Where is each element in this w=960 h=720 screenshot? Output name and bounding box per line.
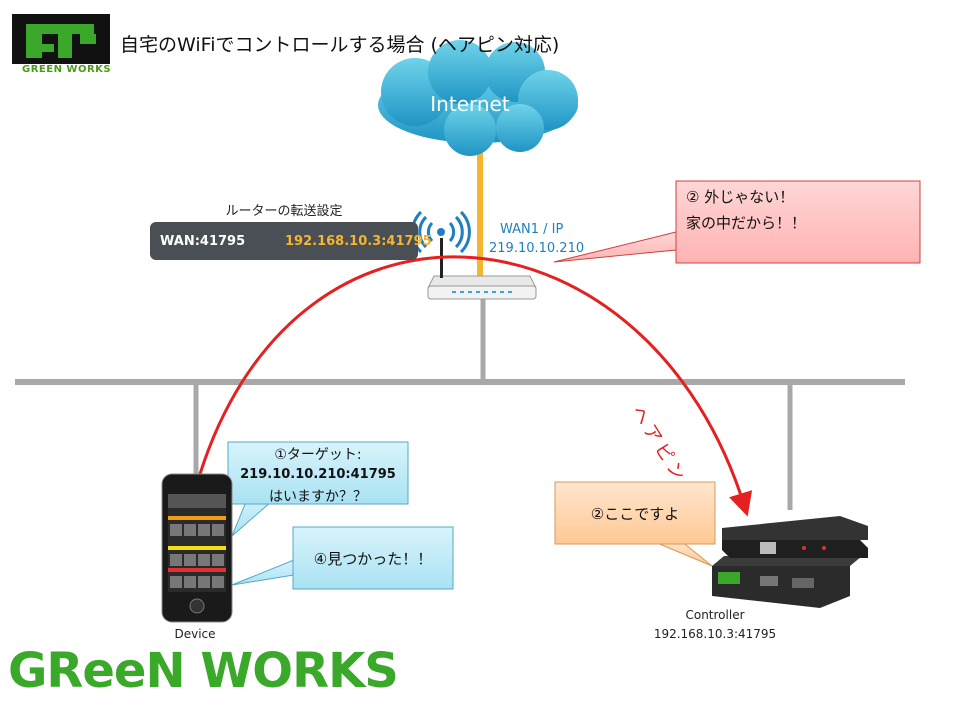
internet-label: Internet xyxy=(430,92,510,116)
forward-setting-box xyxy=(150,222,418,260)
forward-lan-target: 192.168.10.3:41795 xyxy=(285,234,432,249)
wan-ip: 219.10.10.210 xyxy=(489,241,585,256)
target-callout-line3: はいますか？？ xyxy=(269,489,367,505)
red-callout xyxy=(553,180,921,264)
blue-callout-target xyxy=(227,441,409,537)
smartphone-icon xyxy=(161,473,233,623)
page-title: 自宅のWiFiでコントロールする場合 (ヘアピン対応) xyxy=(120,34,560,56)
greenworks-small-logo xyxy=(12,14,110,64)
forward-setting-caption: ルーターの転送設定 xyxy=(225,204,343,219)
controller-label: Controller xyxy=(685,608,745,622)
target-callout-line2: 219.10.10.210:41795 xyxy=(240,467,396,482)
found-callout-text: ④見つかった！！ xyxy=(313,550,433,568)
wan-label: WAN1 / IP xyxy=(500,222,564,237)
device-label: Device xyxy=(174,627,216,641)
greenworks-large-logo: GReeN WORKS xyxy=(8,643,399,699)
blue-callout-found xyxy=(231,526,454,590)
small-logo-text: GREEN WORKS xyxy=(22,64,112,75)
internet-cloud xyxy=(378,40,578,156)
controller-icon xyxy=(712,516,868,608)
hairpin-arc xyxy=(198,255,753,517)
controller-address: 192.168.10.3:41795 xyxy=(653,627,777,641)
red-callout-line1: ② 外じゃない！ xyxy=(686,188,795,206)
orange-callout xyxy=(554,481,716,567)
forward-wan-port: WAN:41795 xyxy=(160,234,246,249)
target-callout-line1: ①ターゲット: xyxy=(274,447,362,463)
red-callout-line2: 家の中だから！！ xyxy=(686,214,807,232)
here-callout-text: ②ここですよ xyxy=(590,505,680,523)
